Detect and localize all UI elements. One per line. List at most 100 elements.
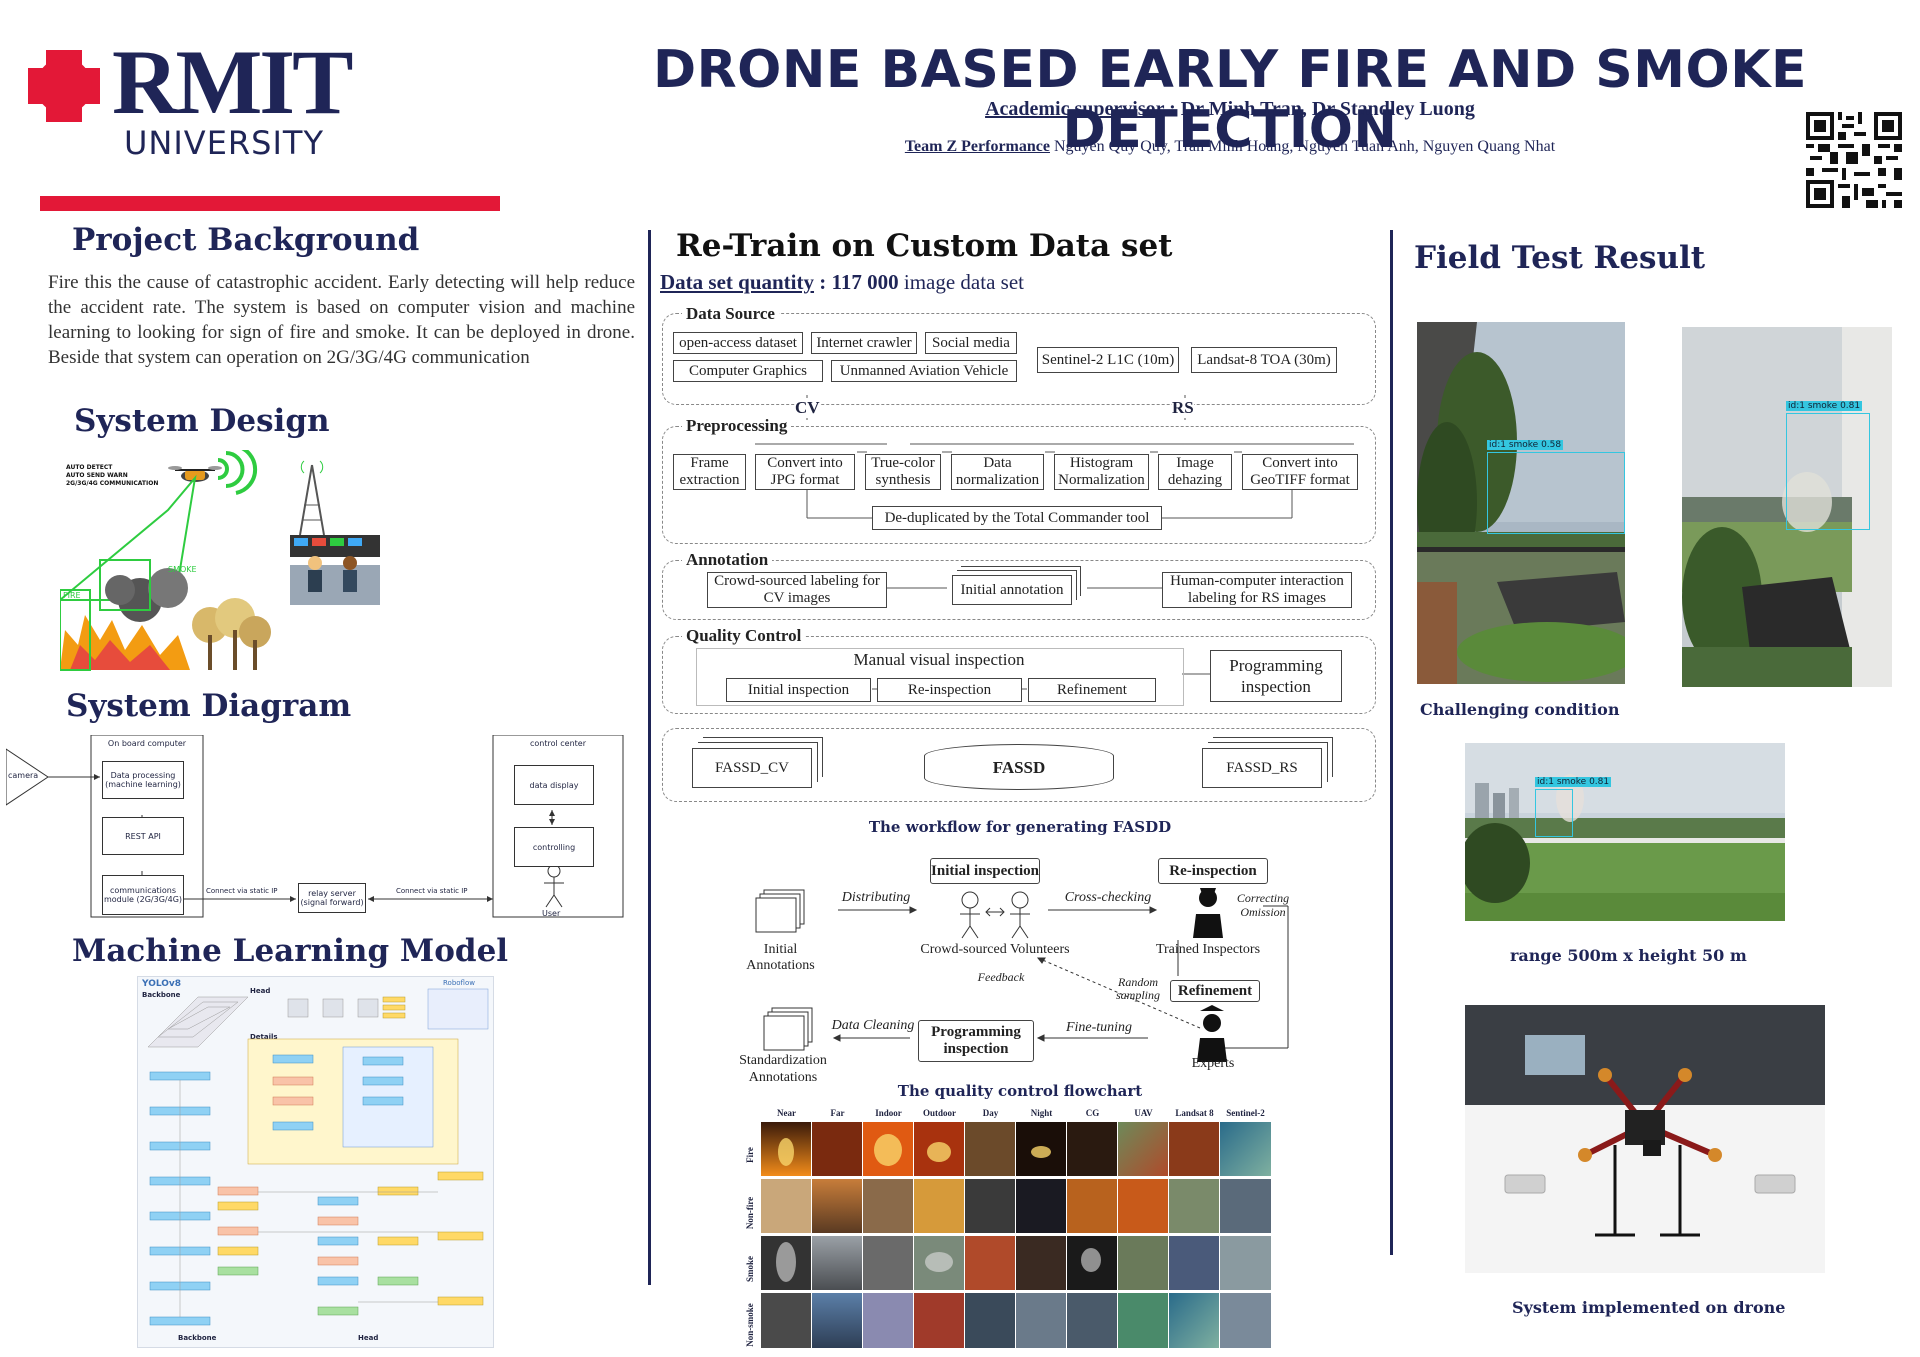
- detection-box-3: [1535, 789, 1573, 837]
- pre-image-dehazing: Image dehazing: [1158, 454, 1232, 490]
- fassd-panel: [662, 728, 1376, 802]
- qcf-cross-checking: Cross-checking: [1064, 890, 1152, 905]
- logo-subtitle: UNIVERSITY: [124, 124, 324, 162]
- preprocessing-panel: [662, 426, 1376, 544]
- grid-col-header: Day: [982, 1108, 999, 1118]
- rs-label: RS: [1172, 398, 1194, 418]
- dataset-quantity: Data set quantity : 117 000 image data s…: [660, 270, 1024, 295]
- field-photo-drone: [1465, 1005, 1825, 1273]
- fire-drone-scene-icon: SMOKE FIRE: [57, 444, 380, 671]
- page-title: DRONE BASED EARLY FIRE AND SMOKE DETECTI…: [652, 40, 1808, 160]
- pre-histogram: Histogram Normalization: [1054, 454, 1149, 490]
- yolo-architecture-figure: YOLOv8 Backbone Head Roboflow Details: [137, 976, 494, 1348]
- yolo-label: YOLOv8: [142, 979, 182, 989]
- header-red-bar: [40, 196, 500, 211]
- diagram-comm-module: communications module (2G/3G/4G): [102, 875, 184, 915]
- logo-wordmark: RMIT: [112, 31, 353, 133]
- detection-box-2: [1786, 413, 1870, 530]
- system-diagram-title: System Diagram: [66, 688, 352, 724]
- diagram-user-label: User: [542, 909, 561, 918]
- workflow-connectors: [755, 395, 1354, 690]
- cv-label: CV: [795, 398, 820, 418]
- grid-col-header: Sentinel-2: [1226, 1108, 1265, 1118]
- system-diagram: camera On board computer Data processing…: [6, 735, 631, 925]
- quantity-suffix: image data set: [898, 270, 1024, 294]
- backbone-label: Backbone: [142, 991, 181, 999]
- source-uav: Unmanned Aviation Vehicle: [831, 360, 1017, 382]
- grid-col-header: UAV: [1134, 1108, 1153, 1118]
- team-names: Nguyen Quy Quy, Tran Minh Hoang, Nguyen …: [1049, 138, 1556, 155]
- logo-pixel-icon: [28, 50, 100, 122]
- team-line: Team Z Performance Nguyen Quy Quy, Tran …: [560, 138, 1900, 156]
- source-internet-crawler: Internet crawler: [811, 332, 917, 354]
- qcf-random: Random: [1118, 975, 1158, 989]
- manual-inspection-label: Manual visual inspection: [853, 650, 1025, 669]
- quantity-value: : 117 000: [814, 270, 899, 294]
- detection-box-1: [1487, 452, 1625, 534]
- qcf-re-inspection: Re-inspection: [1158, 858, 1268, 884]
- qcf-programming: Programming inspection: [918, 1020, 1034, 1062]
- pre-convert-geotiff: Convert into GeoTIFF format: [1242, 454, 1358, 490]
- detection-label-1: id:1 smoke 0.58: [1487, 440, 1564, 450]
- workflow-caption: The workflow for generating FASDD: [868, 818, 1172, 836]
- field-photo-1: id:1 smoke 0.58: [1417, 322, 1625, 684]
- diagram-camera-label: camera: [8, 771, 39, 780]
- svg-text:SMOKE: SMOKE: [168, 565, 197, 574]
- qcf-refinement: Refinement: [1170, 980, 1260, 1002]
- divider-right: [1390, 230, 1393, 1255]
- grid-row-label-smoke: Smoke: [745, 1256, 755, 1283]
- sample-grid: Near Far Indoor Outdoor Day Night CG UAV…: [745, 1108, 1275, 1348]
- grid-col-header: CG: [1085, 1108, 1100, 1118]
- detection-label-3: id:1 smoke 0.81: [1535, 777, 1612, 787]
- data-source-panel: [662, 313, 1376, 405]
- quality-control-label: Quality Control: [682, 626, 806, 646]
- footer-head-label: Head: [358, 1334, 379, 1342]
- qcf-initial-inspection: Initial inspection: [930, 858, 1040, 884]
- qc-flowchart: Initial inspection Re-inspection Initial…: [738, 848, 1308, 1085]
- qc-re-inspection: Re-inspection: [877, 678, 1022, 702]
- pre-convert-jpg: Convert into JPG format: [755, 454, 855, 490]
- drone-photo-icon: [1465, 1005, 1825, 1273]
- source-landsat: Landsat-8 TOA (30m): [1191, 347, 1337, 373]
- pre-true-color: True-color synthesis: [865, 454, 941, 490]
- source-computer-graphics: Computer Graphics: [673, 360, 823, 382]
- grid-row-label-fire: Fire: [745, 1147, 755, 1163]
- data-source-label: Data Source: [682, 304, 779, 324]
- supervisor-label: Academic supervisor: [985, 98, 1165, 120]
- ml-model-title: Machine Learning Model: [72, 933, 509, 969]
- caption-range: range 500m x height 50 m: [1510, 946, 1747, 965]
- grid-col-header: Near: [777, 1108, 796, 1118]
- grid-thumbnails: [761, 1122, 1271, 1348]
- annotation-label: Annotation: [682, 550, 773, 570]
- qcf-omission: Omission: [1240, 905, 1286, 919]
- diagram-control-center-label: control center: [529, 739, 586, 748]
- brand-label: Roboflow: [443, 979, 475, 987]
- field-photo-3: id:1 smoke 0.81: [1465, 743, 1785, 921]
- qcf-initial-annotations: Initial Annotations: [746, 942, 815, 973]
- qcf-distributing: Distributing: [841, 890, 911, 905]
- project-background-text: Fire this the cause of catastrophic acci…: [48, 272, 635, 368]
- diagram-relay-server: relay server (signal forward): [298, 883, 366, 913]
- supervisor-names: : Dr Minh Tran, Dr Standley Luong: [1164, 98, 1475, 120]
- diagram-data-display: data display: [514, 765, 594, 805]
- field-test-title: Field Test Result: [1414, 240, 1706, 276]
- quality-control-panel: [662, 636, 1376, 714]
- grid-col-header: Landsat 8: [1175, 1108, 1214, 1118]
- qc-refinement: Refinement: [1028, 678, 1156, 702]
- diagram-onboard-label: On board computer: [107, 739, 187, 748]
- pre-data-normalization: Data normalization: [951, 454, 1044, 490]
- grid-col-header: Night: [1030, 1108, 1053, 1118]
- grid-row-label-nonfire: Non-fire: [745, 1196, 755, 1230]
- preprocessing-label: Preprocessing: [682, 416, 792, 436]
- qr-code: [1806, 112, 1902, 208]
- grid-col-header: Far: [830, 1108, 845, 1118]
- source-open-access: open-access dataset: [673, 332, 803, 354]
- qcf-sampling: sampling: [1115, 988, 1160, 1002]
- grid-col-header: Indoor: [875, 1108, 902, 1118]
- source-social-media: Social media: [925, 332, 1017, 354]
- diagram-controlling: controlling: [514, 827, 594, 867]
- qcf-fine-tuning: Fine-tuning: [1065, 1020, 1133, 1035]
- diagram-connect-label-2: Connect via static IP: [396, 887, 468, 895]
- ann-crowd-sourced: Crowd-sourced labeling for CV images: [707, 572, 887, 608]
